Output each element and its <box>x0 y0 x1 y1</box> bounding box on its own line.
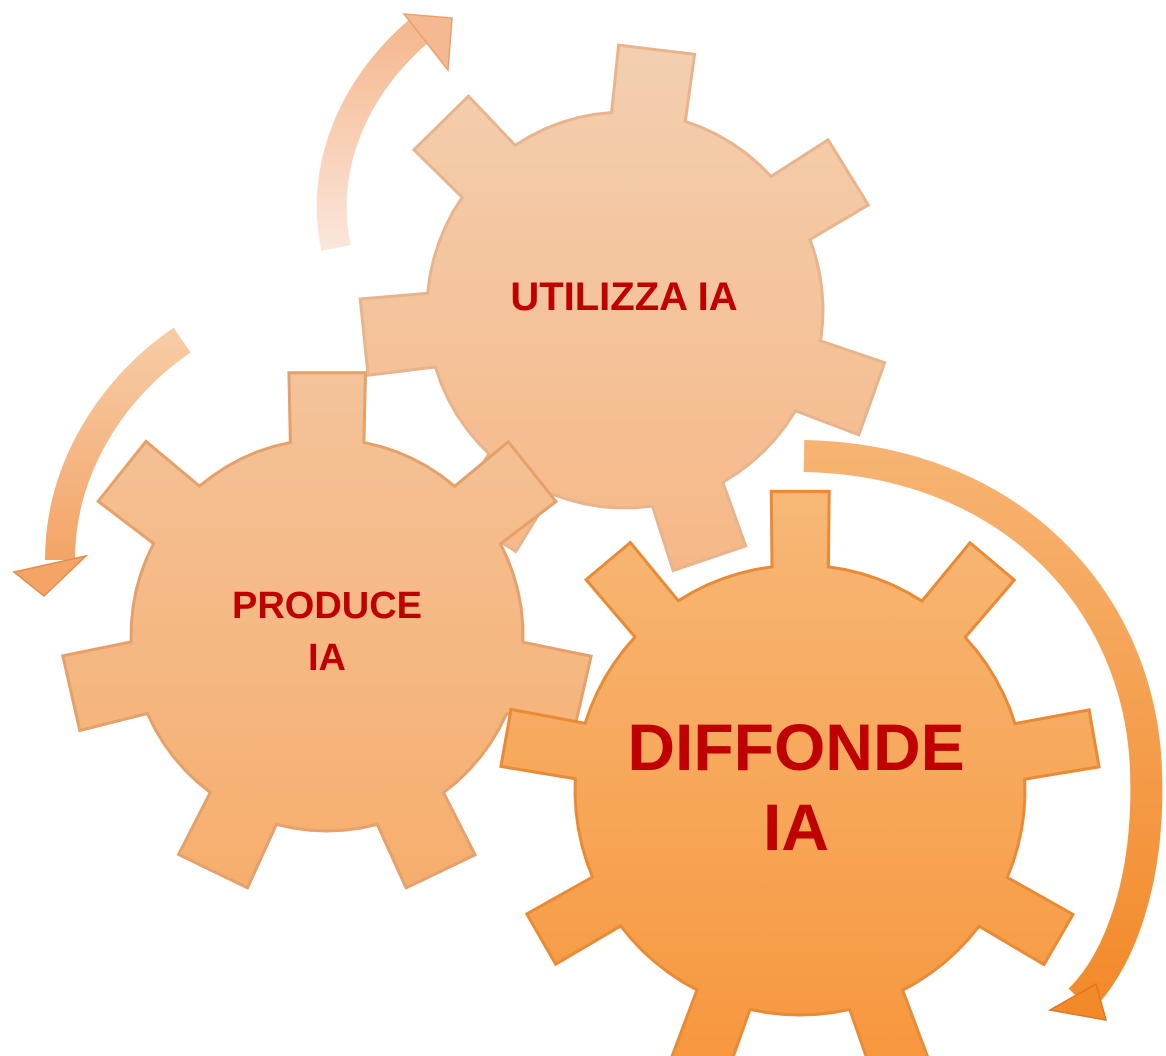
gear-label-diffonde-line-2: IA <box>763 790 829 864</box>
gear-utilizza-outline <box>358 43 887 573</box>
gear-utilizza <box>358 43 887 573</box>
gear-diffonde-outline <box>499 489 1101 1056</box>
gear-label-utilizza: UTILIZZA IA <box>510 275 737 319</box>
arrow-produce <box>12 327 191 597</box>
gear-label-diffonde-line-1: DIFFONDE <box>627 710 964 784</box>
gear-label-produce-line-2: IA <box>308 637 346 679</box>
arrow-utilizza <box>316 13 453 252</box>
gear-diffonde <box>499 489 1101 1056</box>
gear-produce-outline <box>60 371 593 890</box>
arrow-diffonde <box>803 440 1163 1021</box>
gear-label-produce-line-1: PRODUCE <box>232 585 422 627</box>
gear-produce <box>60 371 593 890</box>
